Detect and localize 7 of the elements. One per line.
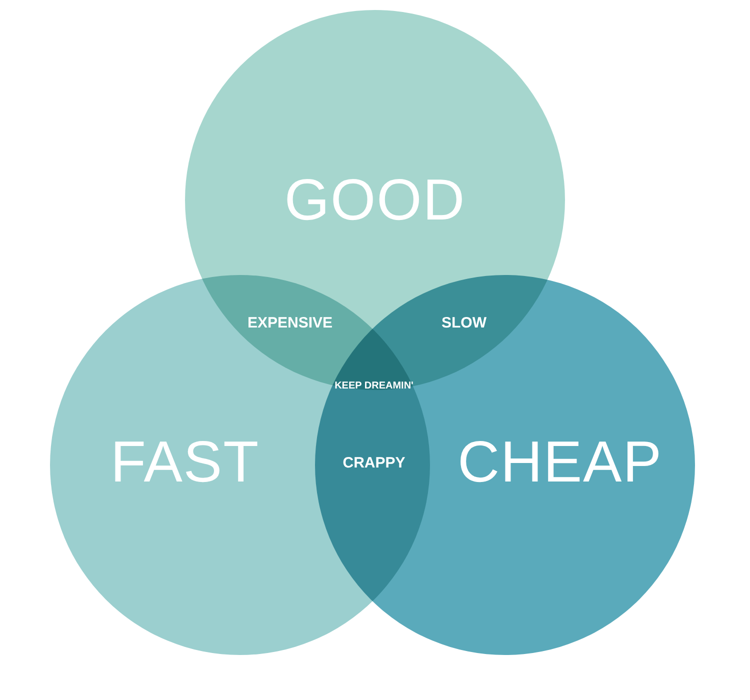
circle-label: CHEAP (458, 428, 662, 496)
circle-label: GOOD (284, 166, 466, 234)
overlap-label: EXPENSIVE (246, 314, 334, 332)
overlap-label: KEEP DREAMIN' (334, 380, 414, 392)
overlap-label: CRAPPY (342, 454, 406, 472)
overlap-label: SLOW (440, 314, 488, 332)
circle-label: FAST (110, 428, 260, 496)
